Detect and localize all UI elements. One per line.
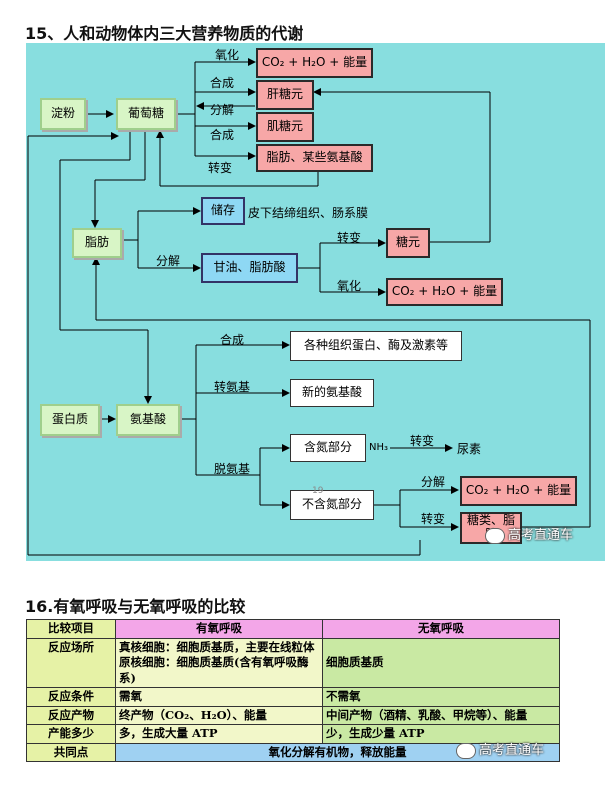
- watermark-text: 高考直通车: [508, 528, 574, 543]
- label-transamination: 转氨基: [214, 380, 251, 394]
- label-synth3: 合成: [220, 333, 245, 347]
- wechat-icon: [485, 527, 505, 544]
- header-cell: 有氧呼吸: [115, 619, 323, 639]
- row-aerobic: 真核细胞：细胞质基质，主要在线粒体原核细胞：细胞质基质(含有氧呼吸酶系): [115, 637, 323, 689]
- label-transform2: 转变: [337, 231, 362, 245]
- starch-box: 淀粉: [40, 98, 86, 130]
- label-decomp2: 分解: [156, 254, 181, 268]
- tissue-protein-box: 各种组织蛋白、酶及激素等: [290, 331, 462, 361]
- header-cell: 无氧呼吸: [322, 619, 560, 639]
- protein-box: 蛋白质: [40, 404, 100, 436]
- amino-acid-box: 氨基酸: [116, 404, 180, 436]
- label-transform: 转变: [208, 161, 233, 175]
- section-16-title: 16.有氧呼吸与无氧呼吸的比较: [25, 597, 246, 616]
- n-part-box: 含氮部分: [290, 434, 366, 462]
- stray-number: 19: [312, 486, 324, 496]
- label-synth2: 合成: [210, 128, 235, 142]
- nh3-label: NH₃: [369, 442, 389, 453]
- table-header-row: 比较项目 有氧呼吸 无氧呼吸: [26, 619, 560, 639]
- row-aerobic-line: 真核细胞：细胞质基质，主要在线粒体: [119, 639, 315, 654]
- new-amino-box: 新的氨基酸: [290, 379, 374, 407]
- label-deamination: 脱氨基: [214, 462, 251, 476]
- row-item: 反应产物: [26, 705, 116, 726]
- row-item: 反应条件: [26, 687, 116, 707]
- urea-label: 尿素: [457, 442, 482, 456]
- row-anaerobic: 中间产物（酒精、乳酸、甲烷等）、能量: [322, 705, 560, 726]
- wechat-icon: [456, 742, 476, 759]
- muscle-glycogen-box: 肌糖元: [256, 112, 314, 142]
- section-15-title: 15、人和动物体内三大营养物质的代谢: [25, 24, 304, 43]
- watermark-2: 高考直通车: [456, 739, 544, 759]
- subcutaneous-label: 皮下结缔组织、肠系膜: [248, 206, 369, 220]
- row-aerobic: 终产物（CO₂、H₂O）、能量: [115, 705, 323, 726]
- non-n-part-box: 不含氮部分: [290, 490, 374, 520]
- table-row: 反应产物 终产物（CO₂、H₂O）、能量 中间产物（酒精、乳酸、甲烷等）、能量: [26, 705, 560, 726]
- table-row: 反应条件 需氧 不需氧: [26, 687, 560, 707]
- row-aerobic: 需氧: [115, 687, 323, 707]
- co2-h2o-energy-box-3: CO₂ + H₂O + 能量: [460, 476, 577, 506]
- row-anaerobic: 不需氧: [322, 687, 560, 707]
- glycogen-box: 糖元: [386, 228, 430, 258]
- co2-h2o-energy-box: CO₂ + H₂O + 能量: [256, 48, 373, 78]
- table-row: 共同点 氧化分解有机物，释放能量: [26, 742, 560, 763]
- glucose-box: 葡萄糖: [116, 98, 176, 130]
- header-cell: 比较项目: [26, 619, 116, 639]
- label-synth: 合成: [210, 76, 235, 90]
- connector-lines: [27, 58, 591, 556]
- fat-box: 脂肪: [72, 228, 122, 258]
- watermark-1: 高考直通车: [485, 524, 573, 544]
- row-aerobic-line: 原核细胞：细胞质基质(含有氧呼吸酶系): [119, 655, 309, 685]
- glycerol-fa-box: 甘油、脂肪酸: [201, 253, 298, 283]
- co2-h2o-energy-box-2: CO₂ + H₂O + 能量: [386, 278, 503, 306]
- row-anaerobic: 少，生成少量 ATP: [322, 724, 560, 744]
- row-item: 产能多少: [26, 724, 116, 744]
- liver-glycogen-box: 肝糖元: [256, 80, 314, 110]
- label-transform3: 转变: [410, 434, 435, 448]
- watermark-text: 高考直通车: [479, 743, 545, 758]
- label-decomp: 分解: [210, 103, 235, 117]
- label-oxidize: 氧化: [215, 48, 240, 62]
- storage-box: 储存: [201, 197, 245, 225]
- respiration-comparison-table: 比较项目 有氧呼吸 无氧呼吸 反应场所 真核细胞：细胞质基质，主要在线粒体原核细…: [26, 619, 560, 763]
- table-row: 产能多少 多，生成大量 ATP 少，生成少量 ATP: [26, 724, 560, 744]
- table-row: 反应场所 真核细胞：细胞质基质，主要在线粒体原核细胞：细胞质基质(含有氧呼吸酶系…: [26, 637, 560, 689]
- label-decomp3: 分解: [421, 475, 446, 489]
- row-common: 氧化分解有机物，释放能量: [115, 742, 560, 763]
- row-item: 反应场所: [26, 637, 116, 689]
- row-aerobic: 多，生成大量 ATP: [115, 724, 323, 744]
- label-transform4: 转变: [421, 512, 446, 526]
- label-oxidize2: 氧化: [337, 279, 362, 293]
- row-anaerobic: 细胞质基质: [322, 637, 560, 689]
- row-item: 共同点: [26, 742, 116, 763]
- fat-amino-box: 脂肪、某些氨基酸: [256, 144, 373, 172]
